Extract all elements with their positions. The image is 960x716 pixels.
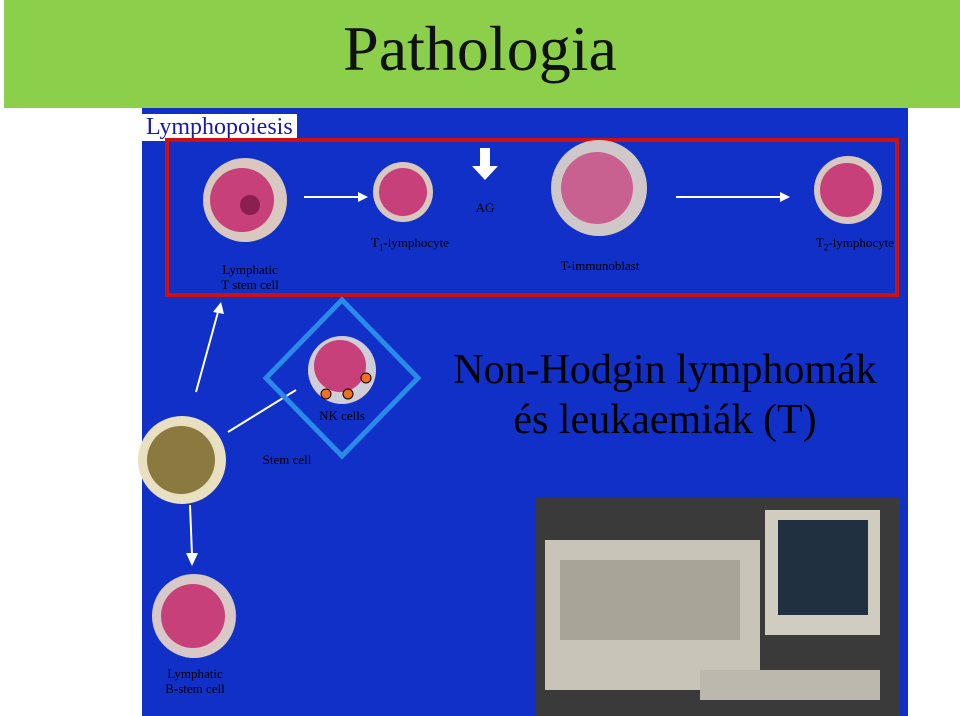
label-t2-lymphocyte: T2-lymphocyte	[815, 235, 895, 253]
arrow-2-head	[780, 192, 790, 202]
ag-arrow-shaft	[480, 148, 490, 168]
arrow-stem-up	[195, 311, 219, 393]
nk-diamond	[262, 296, 422, 460]
arrow-1-head	[358, 192, 368, 202]
flow-cytometer-photo	[535, 498, 900, 716]
cell-nk	[308, 336, 376, 404]
header-bar	[4, 0, 960, 108]
label-t-immunoblast: T-immunoblast	[560, 258, 640, 273]
white-margin	[0, 300, 142, 716]
cell-stem	[138, 416, 226, 504]
arrow-stem-down-head	[186, 553, 198, 566]
label-nk-cells: NK cells	[319, 408, 365, 423]
label-stem-cell: Stem cell	[262, 452, 312, 467]
cell-t1-lymphocyte	[373, 162, 433, 222]
cell-t2-lymphocyte	[814, 156, 882, 224]
t-lineage-box	[165, 138, 899, 297]
page-subtitle: Lymphopoiesis	[142, 114, 297, 141]
label-ag: AG	[475, 200, 495, 215]
label-t1-lymphocyte: T1-lymphocyte	[370, 235, 450, 253]
cell-t-immunoblast	[551, 140, 647, 236]
arrow-stem-up-head	[213, 302, 224, 314]
ag-arrow-head	[472, 166, 498, 180]
cell-lymphatic-b	[152, 574, 236, 658]
cell-lymphatic-t	[203, 158, 287, 242]
arrow-stem-down	[189, 504, 193, 556]
page-title: Pathologia	[343, 13, 617, 84]
